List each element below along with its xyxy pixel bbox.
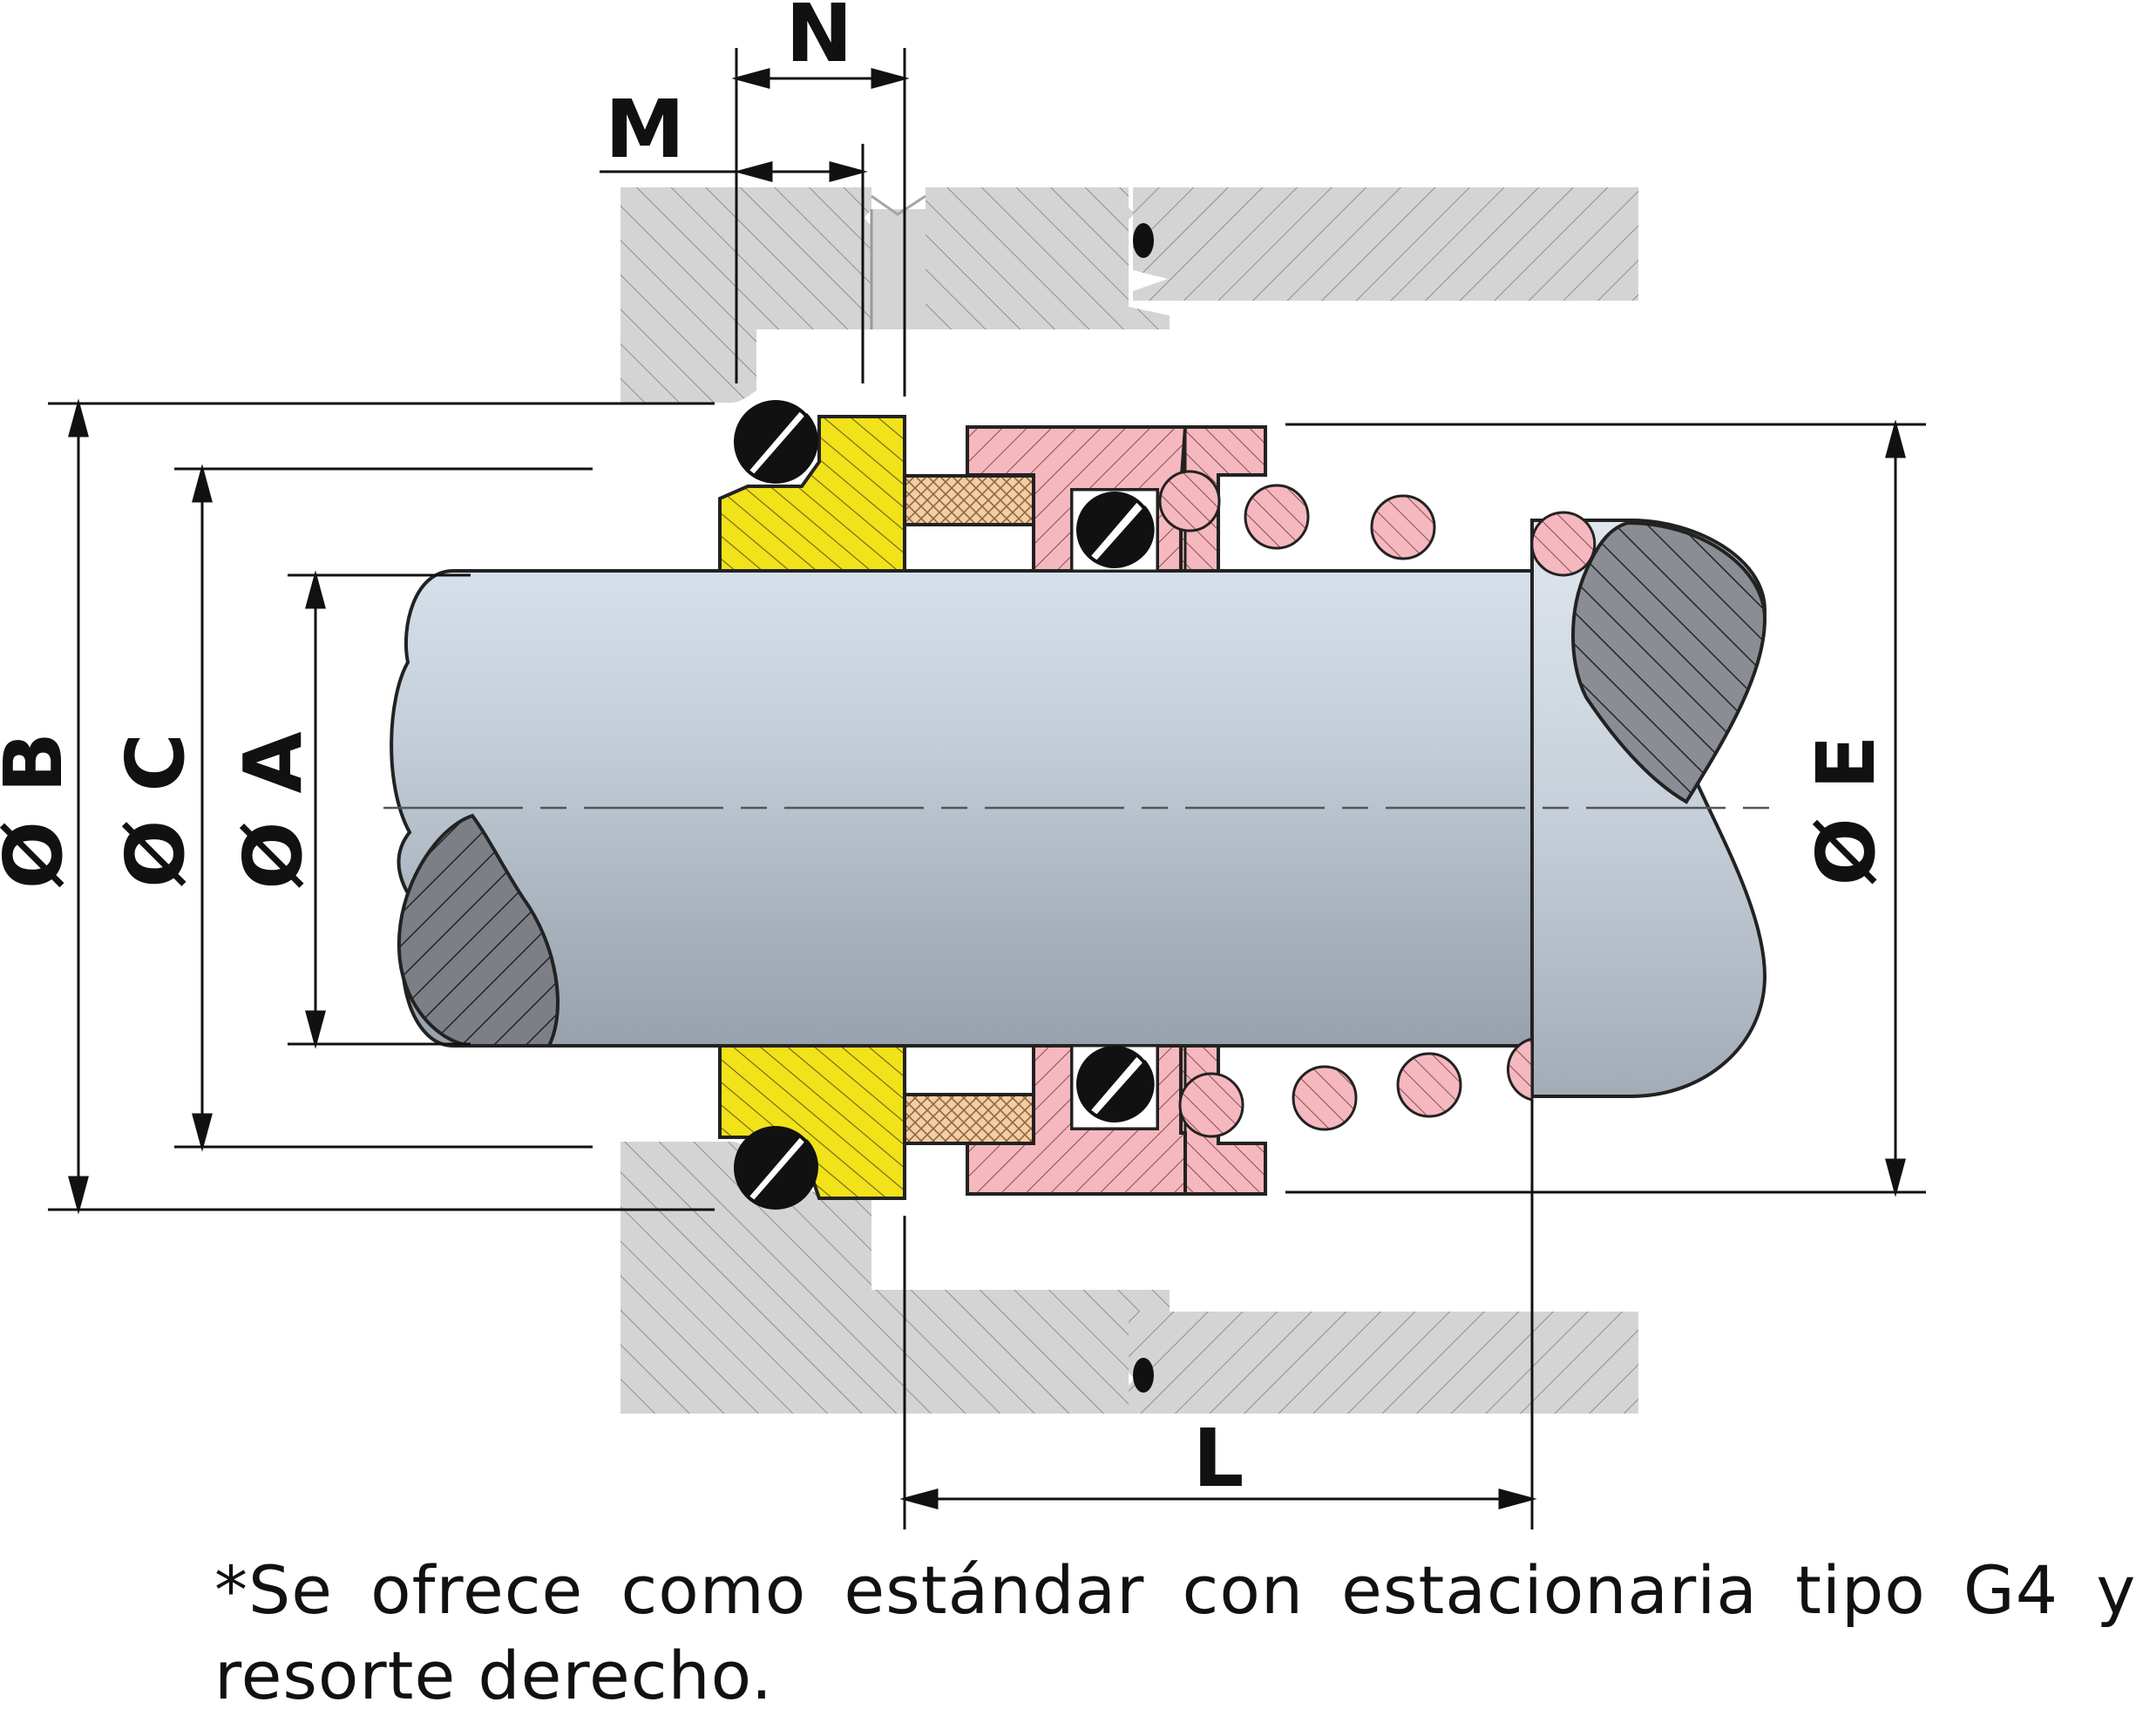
drive-ring-bottom <box>903 1093 1035 1145</box>
rotary-oring-top <box>1076 492 1155 568</box>
label-dim-n: N <box>786 0 853 80</box>
label-dim-e: Ø E <box>1800 735 1893 885</box>
label-dim-l: L <box>1193 1412 1244 1505</box>
drive-ring-top <box>903 474 1035 526</box>
label-dim-m: M <box>605 83 685 176</box>
housing-top <box>620 187 1638 403</box>
label-dim-c: Ø C <box>109 733 202 888</box>
caption-line-1: *Se ofrece como estándar con estacionari… <box>214 1551 2136 1629</box>
stationary-seat-top <box>718 415 906 573</box>
mechanical-seal-drawing: N M L Ø B Ø C Ø A Ø E <box>0 0 1926 1529</box>
spring-coils-top <box>1158 470 1597 577</box>
gland-oring-bottom <box>1133 1358 1154 1393</box>
rotary-oring-bottom <box>1076 1046 1155 1122</box>
caption-line-2: resorte derecho. <box>214 1637 773 1714</box>
dimension-lines <box>48 48 1926 1529</box>
label-dim-b: Ø B <box>0 732 80 889</box>
gland-oring-top <box>1133 223 1154 258</box>
spring-coils-bottom <box>1178 1037 1534 1138</box>
cup-oring-top <box>734 400 818 484</box>
housing-bottom <box>620 1142 1638 1414</box>
label-dim-a: Ø A <box>227 731 320 889</box>
cup-oring-bottom <box>734 1126 818 1210</box>
caption: *Se ofrece como estándar con estacionari… <box>214 1548 2136 1719</box>
